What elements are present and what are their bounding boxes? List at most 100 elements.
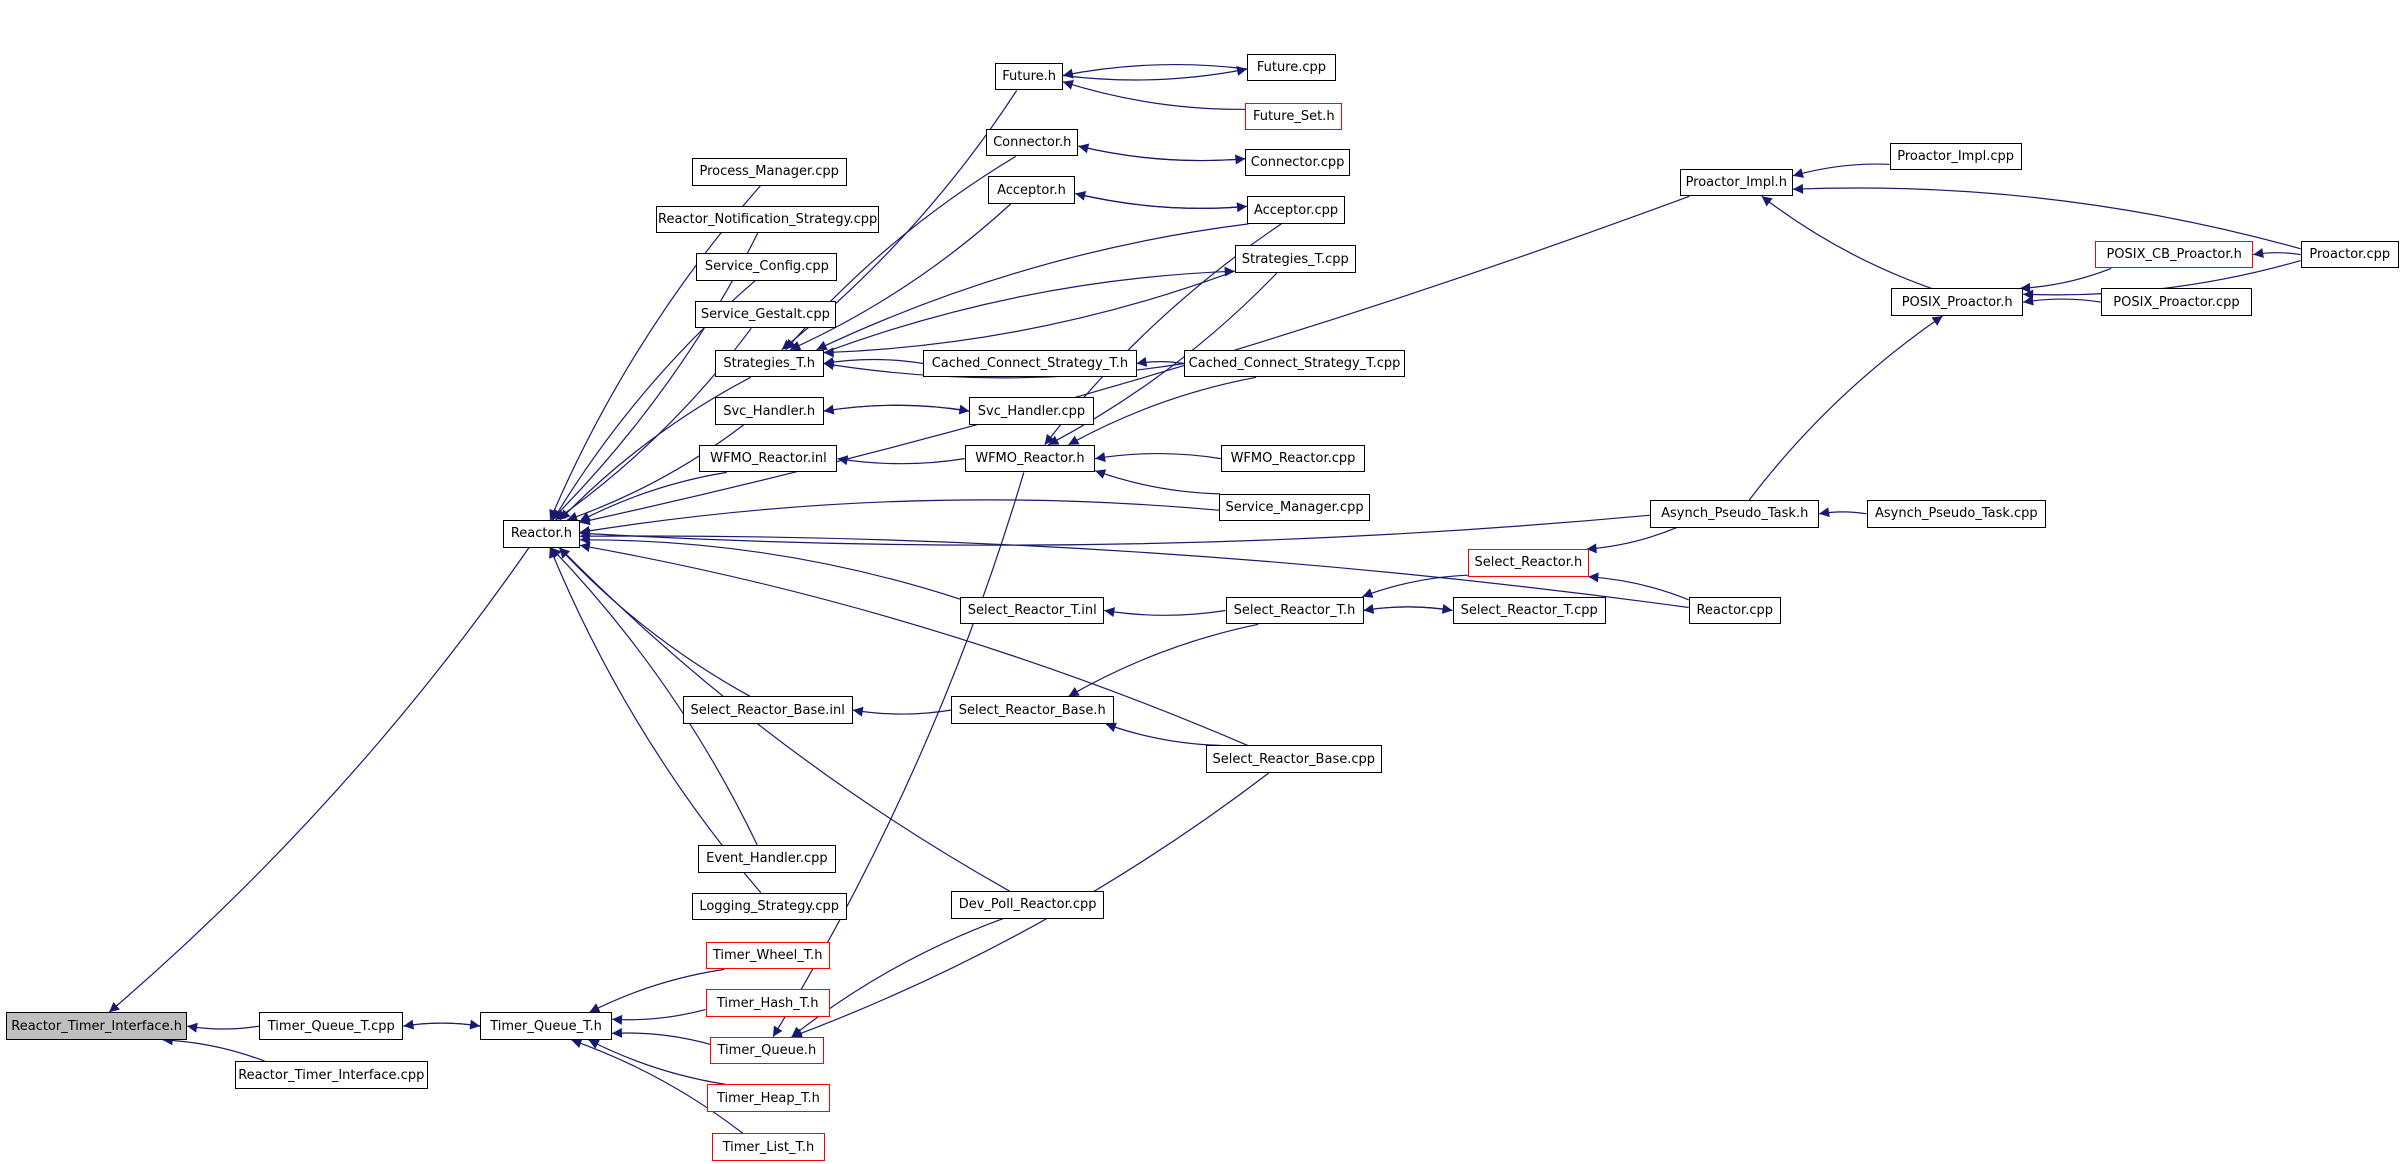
edge-reactor_cpp-to-reactor_h (579, 531, 1689, 609)
edge-posix_cpp-to-posix_h (2023, 295, 2102, 306)
edge-future_cpp-to-future_h (1062, 63, 1248, 79)
edge-apt_h-to-posix_h (1748, 315, 1943, 501)
edge-future_h-to-future_cpp (1062, 66, 1248, 81)
node-future-set-h[interactable]: Future_Set.h (1245, 102, 1343, 131)
node-proactor-impl-cpp[interactable]: Proactor_Impl.cpp (1889, 142, 2022, 171)
edge-sm_cpp-to-reactor_h (579, 499, 1220, 536)
edge-dpr_cpp-to-tq_h (791, 918, 1004, 1038)
node-dev-poll-reactor-cpp[interactable]: Dev_Poll_Reactor.cpp (950, 891, 1105, 919)
edge-pimpl_cpp-to-pimpl_h (1792, 163, 1890, 178)
edge-acc_h-to-acc_cpp (1075, 192, 1248, 213)
node-cached-connect-strategy-t-h[interactable]: Cached_Connect_Strategy_T.h (923, 349, 1137, 378)
edge-conn_h-to-conn_cpp (1078, 145, 1246, 165)
node-future-cpp[interactable]: Future.cpp (1246, 53, 1336, 82)
node-strategies-t-cpp[interactable]: Strategies_T.cpp (1234, 245, 1356, 273)
node-timer-hash-t-h[interactable]: Timer_Hash_T.h (705, 989, 830, 1017)
node-select-reactor-t-cpp[interactable]: Select_Reactor_T.cpp (1452, 596, 1606, 625)
node-select-reactor-base-inl[interactable]: Select_Reactor_Base.inl (682, 696, 853, 724)
node-service-gestalt-cpp[interactable]: Service_Gestalt.cpp (694, 300, 836, 329)
edge-tw_t_h-to-tq_t_h (589, 968, 725, 1013)
edge-str_t_h-to-str_t_cpp (823, 266, 1235, 354)
node-posix-cb-proactor-h[interactable]: POSIX_CB_Proactor.h (2095, 240, 2254, 269)
node-proactor-impl-h[interactable]: Proactor_Impl.h (1679, 168, 1793, 197)
edge-str_t_cpp-to-str_t_h (823, 270, 1235, 358)
node-reactor-notification-strategy-cpp[interactable]: Reactor_Notification_Strategy.cpp (656, 205, 879, 234)
node-connector-cpp[interactable]: Connector.cpp (1245, 148, 1350, 177)
node-reactor-timer-interface-h[interactable]: Reactor_Timer_Interface.h (6, 1012, 188, 1040)
edge-sbase_inl-to-reactor_h (558, 547, 751, 697)
node-select-reactor-t-h[interactable]: Select_Reactor_T.h (1225, 596, 1364, 625)
edge-reactor_h-to-rti_h (108, 547, 530, 1013)
edge-wfmo_h-to-wfmo_inl (837, 455, 965, 466)
edge-tq_t_cpp-to-rti_h (187, 1022, 260, 1033)
edge-srt_h-to-sbase_h (1068, 623, 1259, 697)
node-svc-handler-h[interactable]: Svc_Handler.h (714, 397, 824, 425)
node-reactor-h[interactable]: Reactor.h (503, 519, 580, 548)
edge-ccs_t_h-to-str_t_h (823, 356, 924, 367)
node-select-reactor-base-cpp[interactable]: Select_Reactor_Base.cpp (1205, 745, 1382, 774)
node-process-manager-cpp[interactable]: Process_Manager.cpp (691, 157, 847, 186)
node-posix-proactor-cpp[interactable]: POSIX_Proactor.cpp (2101, 288, 2252, 316)
node-proactor-cpp[interactable]: Proactor.cpp (2300, 240, 2399, 269)
edge-sbase_cpp-to-sbase_h (1105, 722, 1221, 746)
edge-sbase_h-to-sbase_inl (852, 706, 952, 717)
node-asynch-pseudo-task-h[interactable]: Asynch_Pseudo_Task.h (1650, 500, 1820, 528)
edge-proactor_cpp-to-posixcb_h (2253, 248, 2301, 258)
edge-srt_h-to-srt_inl (1104, 607, 1226, 618)
edge-conn_cpp-to-conn_h (1078, 143, 1246, 162)
edge-tq_t_cpp-to-tq_t_h (403, 1019, 481, 1030)
node-connector-h[interactable]: Connector.h (986, 128, 1079, 157)
edge-wfmo_inl-to-reactor_h (579, 471, 727, 522)
node-reactor-timer-interface-cpp[interactable]: Reactor_Timer_Interface.cpp (234, 1061, 428, 1089)
node-reactor-cpp[interactable]: Reactor.cpp (1688, 596, 1781, 625)
edge-sbase_cpp-to-tq_h (791, 772, 1270, 1038)
edge-apt_h-to-sr_h (1586, 527, 1677, 554)
node-logging-strategy-cpp[interactable]: Logging_Strategy.cpp (691, 892, 847, 921)
node-select-reactor-base-h[interactable]: Select_Reactor_Base.h (950, 696, 1114, 724)
edge-str_t_h-to-reactor_h (559, 376, 751, 521)
edge-tl_t_h-to-tq_t_h (571, 1038, 744, 1134)
node-service-config-cpp[interactable]: Service_Config.cpp (696, 253, 838, 281)
edge-acc_cpp-to-acc_h (1075, 190, 1248, 209)
node-wfmo-reactor-inl[interactable]: WFMO_Reactor.inl (699, 444, 838, 473)
edge-sbase_cpp-to-reactor_h (579, 542, 1248, 746)
edge-acc_cpp-to-str_t_h (816, 223, 1249, 351)
node-select-reactor-h[interactable]: Select_Reactor.h (1467, 549, 1589, 577)
node-asynch-pseudo-task-cpp[interactable]: Asynch_Pseudo_Task.cpp (1866, 500, 2047, 528)
edge-sm_cpp-to-wfmo_h (1094, 469, 1221, 495)
edge-reactor_cpp-to-sr_h (1588, 572, 1689, 601)
node-timer-queue-t-h[interactable]: Timer_Queue_T.h (480, 1012, 612, 1040)
node-cached-connect-strategy-t-cpp[interactable]: Cached_Connect_Strategy_T.cpp (1184, 349, 1405, 378)
node-timer-heap-t-h[interactable]: Timer_Heap_T.h (707, 1084, 830, 1112)
node-timer-queue-t-cpp[interactable]: Timer_Queue_T.cpp (259, 1012, 404, 1040)
node-select-reactor-t-inl[interactable]: Select_Reactor_T.inl (960, 596, 1105, 625)
node-service-manager-cpp[interactable]: Service_Manager.cpp (1219, 493, 1370, 522)
edge-wfmo_cpp-to-wfmo_h (1095, 452, 1221, 462)
node-timer-list-t-h[interactable]: Timer_List_T.h (711, 1133, 826, 1162)
edge-futureset_h-to-future_h (1062, 80, 1246, 110)
edge-ccs_t_cpp-to-ccs_t_h (1136, 356, 1185, 367)
node-acceptor-h[interactable]: Acceptor.h (987, 176, 1076, 204)
edge-srt_inl-to-reactor_h (579, 534, 961, 600)
node-event-handler-cpp[interactable]: Event_Handler.cpp (697, 845, 836, 873)
node-strategies-t-h[interactable]: Strategies_T.h (714, 349, 824, 378)
node-svc-handler-cpp[interactable]: Svc_Handler.cpp (969, 397, 1094, 425)
edge-svc_h-to-reactor_h (566, 424, 744, 522)
node-posix-proactor-h[interactable]: POSIX_Proactor.h (1891, 288, 2024, 316)
edge-apt_cpp-to-apt_h (1819, 507, 1867, 518)
edge-eh_cpp-to-reactor_h (550, 547, 758, 846)
edge-srt_h-to-srt_cpp (1363, 603, 1453, 614)
node-future-h[interactable]: Future.h (995, 62, 1063, 91)
node-timer-wheel-t-h[interactable]: Timer_Wheel_T.h (705, 941, 830, 970)
edge-posix_h-to-pimpl_h (1761, 195, 1932, 289)
node-wfmo-reactor-h[interactable]: WFMO_Reactor.h (964, 444, 1096, 473)
edge-str_t_cpp-to-wfmo_h (1048, 272, 1278, 446)
node-timer-queue-h[interactable]: Timer_Queue.h (710, 1036, 824, 1065)
edge-rti_cpp-to-rti_h (162, 1035, 266, 1062)
node-wfmo-reactor-cpp[interactable]: WFMO_Reactor.cpp (1220, 444, 1366, 473)
edge-acc_h-to-str_t_h (789, 203, 1012, 351)
edge-pimpl_h-to-reactor_h (579, 195, 1690, 526)
node-acceptor-cpp[interactable]: Acceptor.cpp (1246, 196, 1346, 224)
